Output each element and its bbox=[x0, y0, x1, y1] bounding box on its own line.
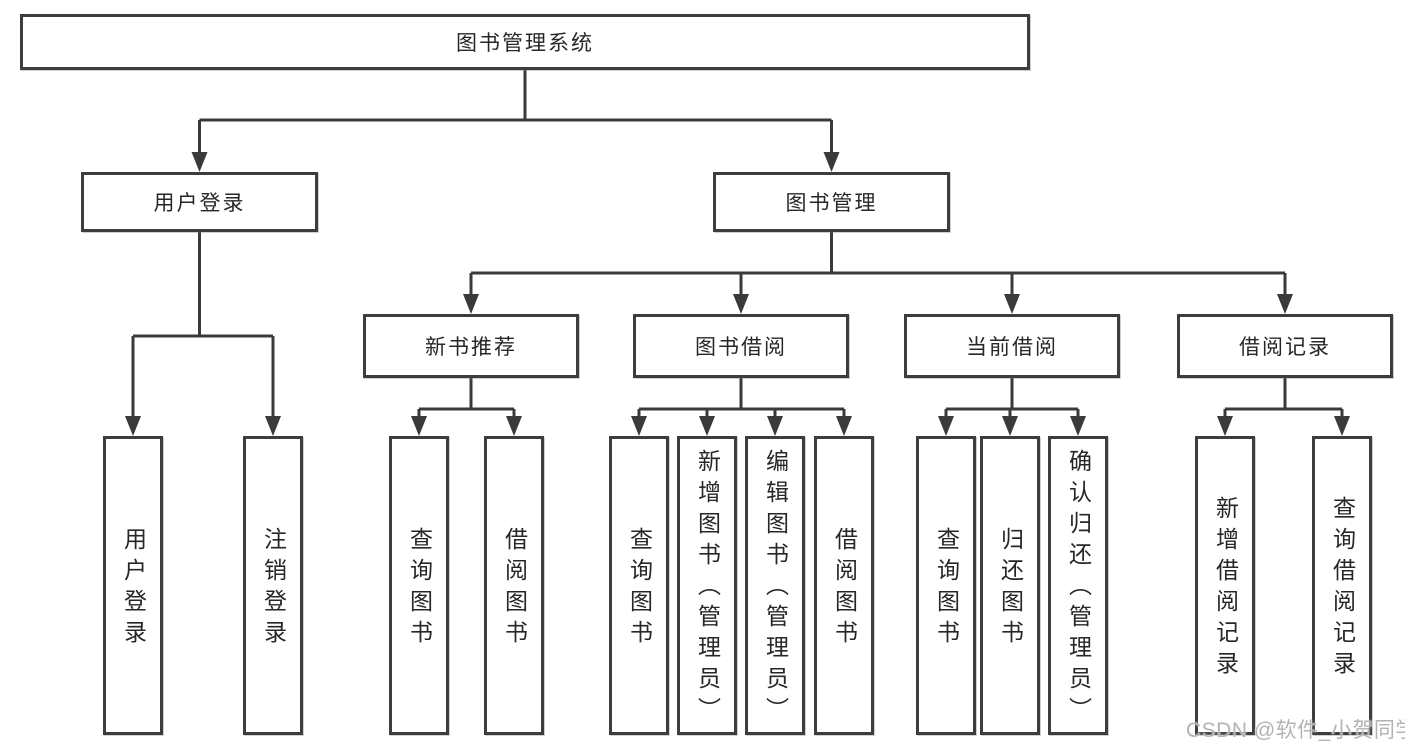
arrowhead-icon bbox=[699, 416, 715, 436]
leaf-query-books-borrow: 查询图书 bbox=[609, 436, 669, 735]
arrowhead-icon bbox=[1002, 416, 1018, 436]
node-root: 图书管理系统 bbox=[20, 14, 1030, 70]
connector-current-borrow-to-leaves bbox=[938, 378, 1086, 436]
leaf-borrow-books-label: 借阅图书 bbox=[831, 526, 858, 651]
leaf-user-login: 用户登录 bbox=[103, 436, 163, 735]
arrowhead-icon bbox=[836, 416, 852, 436]
node-user-login: 用户登录 bbox=[81, 172, 318, 232]
arrowhead-icon bbox=[767, 416, 783, 436]
node-book-management-label: 图书管理 bbox=[785, 192, 878, 215]
arrowhead-icon bbox=[125, 416, 141, 436]
arrowhead-icon bbox=[938, 416, 954, 436]
node-current-borrow: 当前借阅 bbox=[904, 314, 1120, 378]
leaf-user-login-label: 用户登录 bbox=[120, 526, 147, 651]
leaf-borrow-books-recommend-label: 借阅图书 bbox=[501, 526, 528, 651]
arrowhead-icon bbox=[1004, 294, 1020, 314]
arrowhead-icon bbox=[823, 152, 840, 172]
leaf-edit-books-admin: 编辑图书（管理员） bbox=[745, 436, 805, 735]
connector-new-book-recommend-to-leaves bbox=[411, 378, 522, 436]
connector-user-login-to-leaves bbox=[125, 232, 281, 436]
node-book-borrow: 图书借阅 bbox=[633, 314, 849, 378]
arrowhead-icon bbox=[1334, 416, 1350, 436]
leaf-logout: 注销登录 bbox=[243, 436, 303, 735]
connector-root-to-level2 bbox=[191, 70, 840, 172]
node-new-book-recommend: 新书推荐 bbox=[363, 314, 579, 378]
arrowhead-icon bbox=[265, 416, 281, 436]
node-borrow-records-label: 借阅记录 bbox=[1239, 336, 1331, 359]
watermark: CSDN @软件_小贺同学 bbox=[1186, 719, 1405, 742]
arrowhead-icon bbox=[1277, 294, 1293, 314]
connector-book-borrow-to-leaves bbox=[631, 378, 852, 436]
leaf-borrow-books-recommend: 借阅图书 bbox=[484, 436, 544, 735]
arrowhead-icon bbox=[1217, 416, 1233, 436]
leaf-query-books-current: 查询图书 bbox=[916, 436, 976, 735]
leaf-query-books-borrow-label: 查询图书 bbox=[626, 526, 653, 651]
connector-book-management-to-level3 bbox=[463, 232, 1293, 314]
leaf-return-books-label: 归还图书 bbox=[997, 526, 1024, 651]
leaf-add-borrow-record: 新增借阅记录 bbox=[1195, 436, 1255, 735]
leaf-query-books-current-label: 查询图书 bbox=[933, 526, 960, 651]
leaf-confirm-return-admin-label: 确认归还（管理员） bbox=[1065, 449, 1092, 728]
leaf-return-books: 归还图书 bbox=[980, 436, 1040, 735]
node-borrow-records: 借阅记录 bbox=[1177, 314, 1393, 378]
arrowhead-icon bbox=[631, 416, 647, 436]
arrowhead-icon bbox=[191, 152, 208, 172]
leaf-query-borrow-record: 查询借阅记录 bbox=[1312, 436, 1372, 735]
leaf-edit-books-admin-label: 编辑图书（管理员） bbox=[762, 449, 789, 728]
leaf-query-books-recommend: 查询图书 bbox=[389, 436, 449, 735]
leaf-add-books-admin: 新增图书（管理员） bbox=[677, 436, 737, 735]
leaf-borrow-books: 借阅图书 bbox=[814, 436, 874, 735]
node-user-login-label: 用户登录 bbox=[153, 192, 246, 215]
node-new-book-recommend-label: 新书推荐 bbox=[425, 336, 517, 359]
leaf-query-borrow-record-label: 查询借阅记录 bbox=[1329, 495, 1356, 682]
connector-borrow-records-to-leaves bbox=[1217, 378, 1350, 436]
leaf-query-books-recommend-label: 查询图书 bbox=[406, 526, 433, 651]
arrowhead-icon bbox=[1070, 416, 1086, 436]
arrowhead-icon bbox=[733, 294, 749, 314]
node-current-borrow-label: 当前借阅 bbox=[966, 336, 1058, 359]
arrowhead-icon bbox=[506, 416, 522, 436]
arrowhead-icon bbox=[411, 416, 427, 436]
arrowhead-icon bbox=[463, 294, 479, 314]
leaf-add-books-admin-label: 新增图书（管理员） bbox=[694, 449, 721, 728]
leaf-add-borrow-record-label: 新增借阅记录 bbox=[1212, 495, 1239, 682]
node-book-borrow-label: 图书借阅 bbox=[695, 336, 787, 359]
leaf-logout-label: 注销登录 bbox=[260, 526, 287, 651]
node-book-management: 图书管理 bbox=[713, 172, 950, 232]
node-root-label: 图书管理系统 bbox=[456, 32, 594, 55]
leaf-confirm-return-admin: 确认归还（管理员） bbox=[1048, 436, 1108, 735]
